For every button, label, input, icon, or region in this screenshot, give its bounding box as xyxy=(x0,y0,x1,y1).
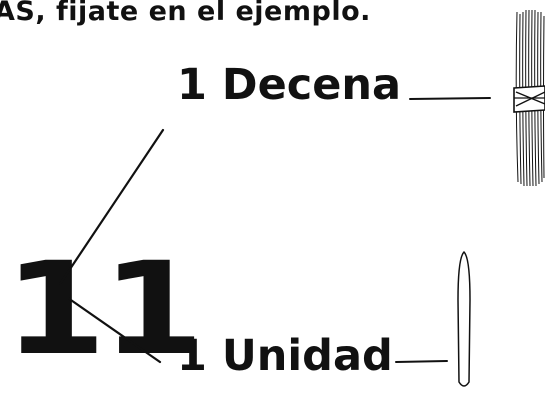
connector-line-decena xyxy=(409,97,491,100)
decena-label: 1 Decena xyxy=(177,60,402,110)
single-stick-icon xyxy=(457,250,471,387)
branch-line-unidad xyxy=(66,296,162,364)
number-eleven: 11 xyxy=(4,235,204,384)
connector-line-unidad xyxy=(395,360,448,363)
bundle-of-sticks-icon xyxy=(513,9,545,187)
branch-line-decena xyxy=(58,128,165,286)
unidad-label: 1 Unidad xyxy=(177,331,393,381)
instruction-text: AS, fijate en el ejemplo. xyxy=(0,0,371,27)
